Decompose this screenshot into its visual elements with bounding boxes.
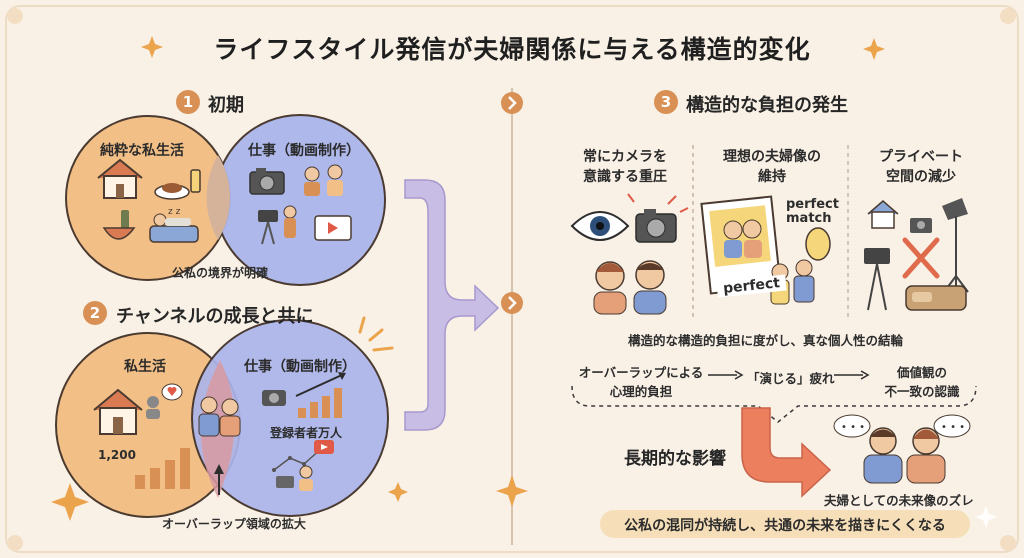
person-heart-icon [146,383,183,419]
burden-ideal-title: 理想の夫婦像の維持 [723,149,821,185]
boundary-caption: 公私の境界が明確 [172,266,269,280]
long-term-arrow [741,407,832,498]
step-number-3: 3 [654,90,678,114]
sparkle-icon [141,36,885,60]
svg-text:• • •: • • • [841,422,865,433]
step-number-1: 1 [176,90,200,114]
flow-step-values: 価値観の不一致の認識 [884,365,960,399]
step-number-2: 2 [83,301,107,325]
sofa-icon [905,285,967,311]
house-icon [93,388,143,435]
eye-icon [570,211,630,241]
subscribers-label: 登録者者万人 [270,426,343,440]
house-icon [867,200,899,229]
tripod-camera-icon [864,248,890,311]
page-title: ライフスタイル発信が夫婦関係に与える構造的変化 [213,35,811,64]
camera-icon [627,193,689,243]
overlap-caption: オーバーラップ領域の拡大 [162,517,306,531]
svg-text:z z: z z [168,207,181,217]
future-gap-label: 夫婦としての未来像のズレ [824,493,974,508]
flow-step-overlap: オーバーラップによる心理的負担 [578,365,704,399]
flow-step-acting: 「演じる」疲れ [747,371,835,386]
couple-icon [593,260,667,315]
video-camera-icon [258,205,297,245]
creators-icon [304,164,343,196]
relaxing-person-icon: z z [149,207,199,243]
burden-space-title: プライベート空間の減少 [879,149,963,185]
couple-icon [198,396,241,437]
section3-heading: 構造的な負担の発生 [686,95,848,116]
cross-icon [902,237,940,279]
video-play-icon [314,215,352,241]
perfect-photo-icon [700,195,782,295]
svg-text:• • •: • • • [941,422,965,433]
house-icon [97,158,143,199]
growth-chart-icon [135,448,190,489]
sparkle-icon [388,482,408,502]
work-label: 仕事（動画制作） [244,359,356,375]
growth-chart-icon [295,372,346,418]
meal-icon [154,169,201,200]
couple-thinking-icon: • • • • • • [833,414,971,484]
private-life-label: 私生活 [124,359,166,375]
conclusion-banner: 公私の混同が持続し、共通の未来を描きにくくなる [624,518,946,534]
analytics-icon [272,440,334,491]
sparkle-icon [51,483,89,521]
camera-icon [910,218,932,233]
chevron-right-icon [501,292,523,314]
cooking-icon [102,210,136,240]
section2-heading: チャンネルの成長と共に [116,306,314,327]
long-term-label: 長期的な影響 [624,449,726,469]
chevron-right-icon [501,92,523,114]
subscriber-count: 1,200 [98,448,136,462]
work-label: 仕事（動画制作） [248,143,360,159]
bracket-arrow [404,179,500,431]
burden-camera-title: 常にカメラを意識する重圧 [583,149,667,185]
private-life-label: 純粋な私生活 [100,143,184,159]
camera-icon [249,168,285,195]
section1-heading: 初期 [208,95,244,116]
camera-icon [262,390,286,406]
burden-summary: 構造的な構造的負担に度がし、真な個人性の結輪 [628,333,904,348]
